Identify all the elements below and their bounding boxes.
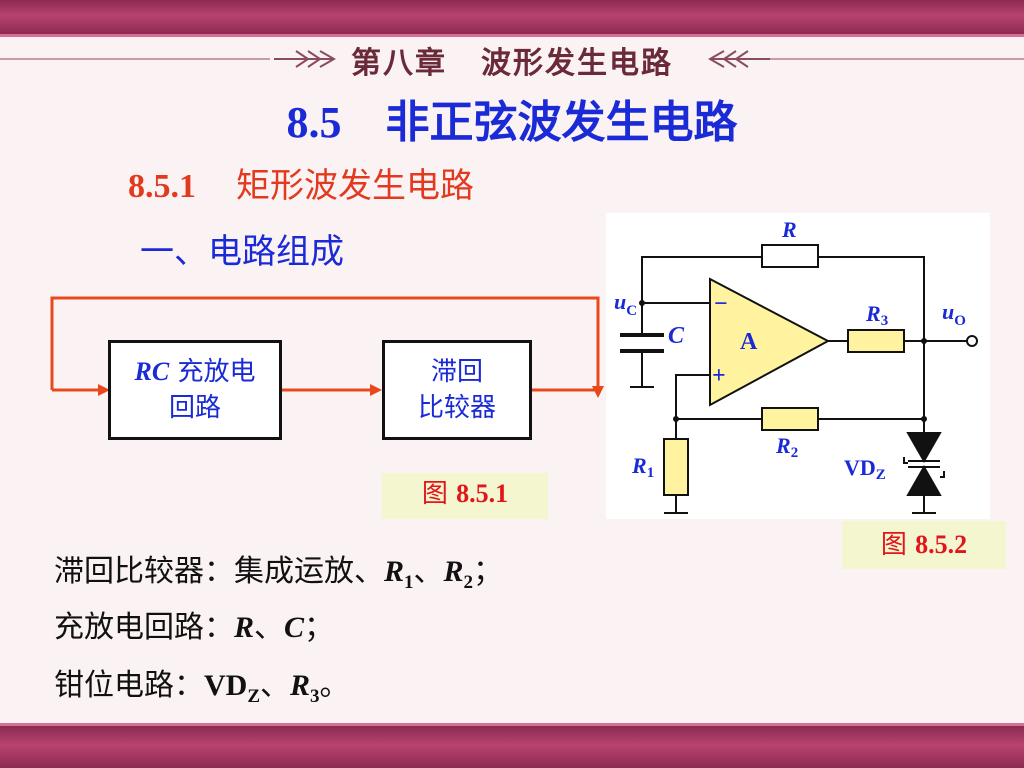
section-title-text: 非正弦波发生电路 (385, 97, 738, 148)
resistor-R3 (847, 329, 905, 353)
bottom-band-line (0, 723, 1024, 726)
caption1-prefix: 图 (421, 479, 448, 509)
desc3-a-sub: Z (247, 686, 261, 707)
desc3-b: R (290, 669, 311, 702)
chapter-label: 第八章 (351, 46, 447, 81)
subsection-title-text: 矩形波发生电路 (236, 166, 474, 206)
block1-italic: RC (134, 357, 170, 386)
figure-caption-8-5-1: 图 8.5.1 (382, 473, 548, 519)
desc1-sep: 、 (413, 554, 444, 589)
subheading: 一、电路组成 (140, 232, 344, 272)
description-rc-loop: 充放电回路：R、C； (54, 602, 334, 646)
label-R3: R3 (865, 301, 888, 329)
block1-text1: 充放电 (169, 357, 256, 387)
chapter-header: 第八章波形发生电路 (0, 38, 1024, 82)
label-plus: + (712, 363, 726, 389)
label-minus: − (714, 291, 728, 317)
hysteresis-comparator-block: 滞回 比较器 (382, 340, 532, 440)
resistor-R (761, 244, 819, 268)
desc1-a: R (384, 555, 405, 588)
arrow-ornament-left-icon (274, 50, 336, 68)
desc1-a-sub: 1 (404, 572, 414, 593)
label-opamp-A: A (740, 329, 758, 355)
top-band (0, 0, 1024, 34)
section-title: 8.5 非正弦波发生电路 (0, 86, 1024, 150)
output-terminal (966, 335, 978, 347)
subsection-number: 8.5.1 (128, 168, 196, 205)
arrow-ornament-right-icon (708, 50, 770, 68)
description-clamp: 钳位电路：VDZ、R3。 (54, 660, 350, 708)
desc2-end: ； (304, 610, 335, 645)
desc1-end: ； (473, 554, 504, 589)
chapter-title: 波形发生电路 (481, 46, 673, 81)
desc2-a: R (234, 611, 255, 644)
label-VDZ: VDZ (844, 455, 886, 483)
label-uC: uC (614, 289, 637, 319)
block1-line1: RC 充放电 (111, 354, 279, 390)
desc2-sep: 、 (254, 610, 285, 645)
desc1-prefix: 滞回比较器：集成运放、 (54, 554, 384, 589)
chapter-line-right (766, 58, 1024, 60)
feedback-loop-arrows (50, 296, 604, 398)
desc2-prefix: 充放电回路： (54, 610, 234, 645)
block2-line2: 比较器 (417, 393, 496, 423)
label-C: C (668, 323, 685, 349)
label-uO: uO (942, 299, 966, 329)
section-number: 8.5 (286, 98, 342, 147)
rectangular-wave-circuit: R R3 R2 R1 C uC uO A − + VDZ (614, 217, 978, 514)
subsection-title: 8.5.1 矩形波发生电路 (128, 158, 474, 207)
description-comparator: 滞回比较器：集成运放、R1、R2； (54, 546, 503, 594)
caption2-prefix: 图 (880, 530, 907, 560)
top-band-line (0, 34, 1024, 37)
bottom-band (0, 726, 1024, 768)
desc1-b: R (443, 555, 464, 588)
figure-caption-8-5-2: 图 8.5.2 (842, 521, 1006, 569)
resistor-R2 (761, 407, 819, 431)
desc3-b-sub: 3 (310, 686, 320, 707)
resistor-R1 (663, 438, 689, 496)
chapter-line-left (0, 58, 270, 60)
desc3-a: VD (204, 669, 248, 702)
block1-line2: 回路 (168, 393, 221, 423)
opamp-triangle (709, 277, 831, 407)
label-R: R (781, 217, 797, 242)
rc-charge-discharge-block: RC 充放电 回路 (108, 340, 282, 440)
block2-line1: 滞回 (430, 357, 483, 387)
desc3-end: 。 (319, 668, 350, 703)
label-R2: R2 (775, 433, 798, 461)
desc3-sep: 、 (260, 668, 291, 703)
caption2-number: 8.5.2 (915, 530, 968, 559)
caption1-number: 8.5.1 (456, 479, 509, 508)
desc3-prefix: 钳位电路： (54, 668, 204, 703)
desc2-b: C (284, 611, 305, 644)
desc1-b-sub: 2 (463, 572, 474, 593)
label-R1: R1 (631, 453, 654, 481)
